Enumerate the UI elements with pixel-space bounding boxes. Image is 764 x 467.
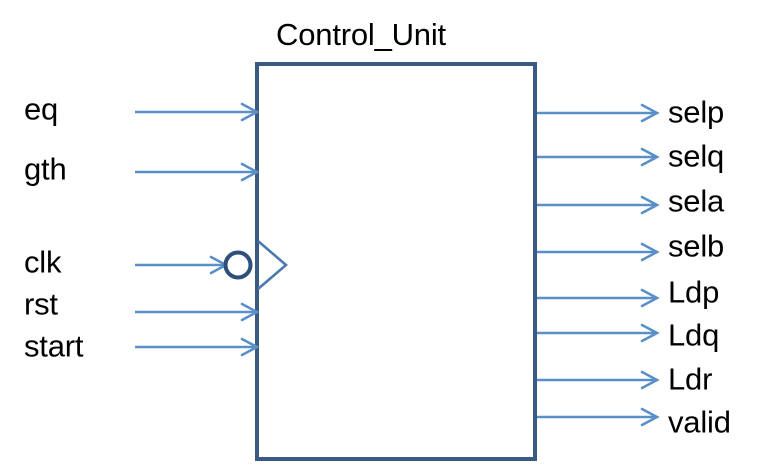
input-label-eq: eq bbox=[24, 91, 59, 127]
output-label-valid: valid bbox=[668, 404, 731, 440]
output-signal-arrow-ldp bbox=[537, 288, 659, 308]
input-label-clk: clk bbox=[24, 244, 62, 280]
input-signal-arrow-gth bbox=[135, 162, 259, 182]
output-label-ldp: Ldp bbox=[668, 274, 720, 310]
output-signal-arrow-selp bbox=[537, 103, 659, 123]
output-signal-arrow-ldr bbox=[537, 370, 659, 390]
output-label-selb: selb bbox=[668, 228, 725, 264]
input-label-gth: gth bbox=[24, 151, 67, 187]
output-label-selq: selq bbox=[668, 138, 725, 174]
input-signal-arrow-clk bbox=[135, 255, 228, 275]
output-signal-arrow-ldq bbox=[537, 323, 659, 343]
clock-edge-triangle-icon bbox=[257, 240, 288, 290]
control-unit-block bbox=[255, 62, 537, 461]
output-label-sela: sela bbox=[668, 183, 725, 219]
output-label-ldr: Ldr bbox=[668, 361, 713, 397]
output-label-selp: selp bbox=[668, 94, 725, 130]
input-signal-arrow-rst bbox=[135, 302, 259, 322]
input-signal-arrow-eq bbox=[135, 102, 259, 122]
input-label-rst: rst bbox=[24, 286, 58, 322]
output-label-ldq: Ldq bbox=[668, 317, 720, 353]
input-label-start: start bbox=[24, 328, 84, 364]
page-title: Control_Unit bbox=[276, 17, 446, 52]
clock-bubble-icon bbox=[223, 250, 253, 280]
output-signal-arrow-selq bbox=[537, 147, 659, 167]
output-signal-arrow-valid bbox=[537, 407, 659, 427]
output-signal-arrow-sela bbox=[537, 195, 659, 215]
input-signal-arrow-start bbox=[135, 337, 259, 357]
output-signal-arrow-selb bbox=[537, 242, 659, 262]
